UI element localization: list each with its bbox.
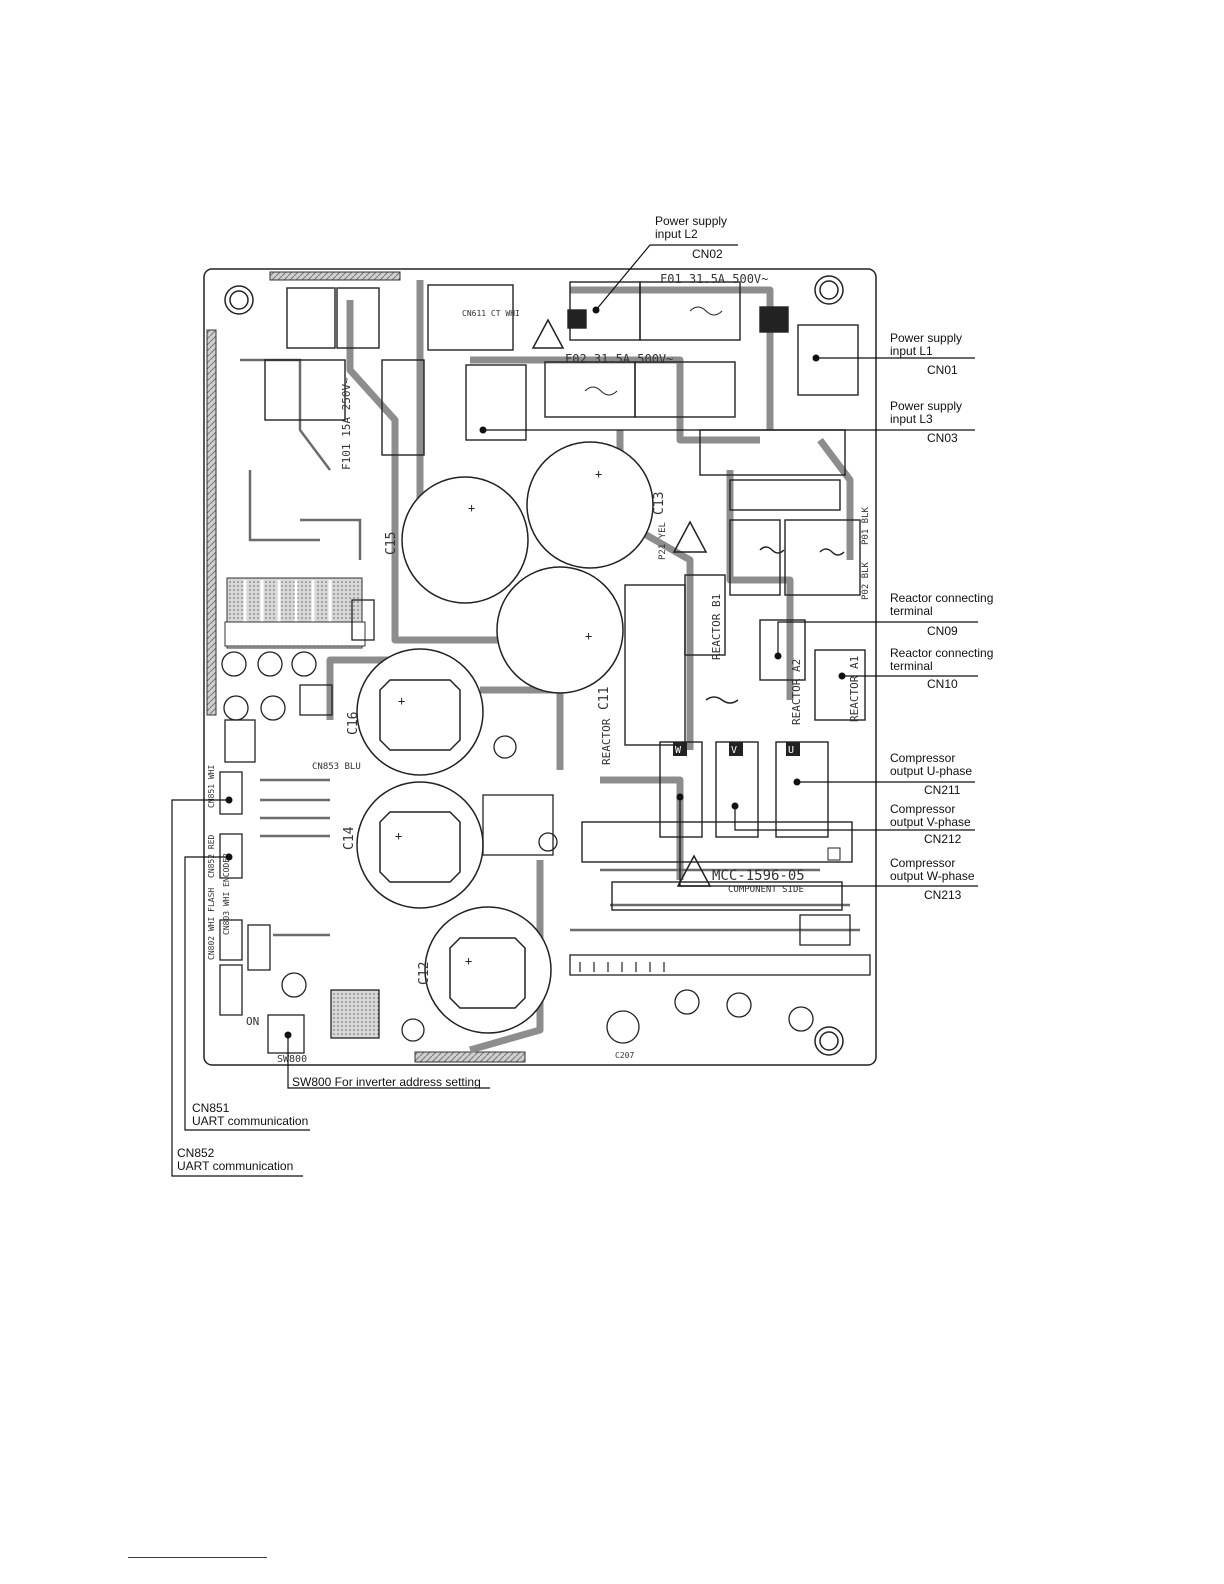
cn851-description: UART communication [192,1114,309,1128]
svg-text:+: + [395,829,402,843]
svg-text:U: U [788,745,794,756]
reactor-a2-silk: REACTOR A2 [790,659,803,725]
board-side-silk: COMPONENT SIDE [728,885,804,895]
cn212-ref: CN212 [924,832,962,846]
mounting-holes [224,275,844,1056]
phase-badges: W V U [673,742,800,756]
fuse-holders [264,281,859,456]
callout-leaders [171,244,978,1177]
board-model-silk: MCC-1596-05 [712,868,805,884]
sw-on-silk: ON [246,1015,259,1028]
cn03-description: Power supply input L3 [890,399,963,426]
cn803-silk: CN803 WHI ENCODER [222,853,231,935]
cap-c12-label: C12 [417,962,432,985]
cn01-ref: CN01 [927,363,958,377]
svg-text:V: V [731,745,737,756]
sw800-description: SW800 For inverter address setting [292,1075,481,1089]
reactor-b1-silk: REACTOR B1 [710,594,723,660]
cn211-description: Compressor output U-phase [890,751,973,778]
cn213-ref: CN213 [924,888,962,902]
bottom-connector-strip [414,1051,526,1063]
cn851-silk: CN851 WHI [207,764,216,808]
ic-chips [219,599,871,1054]
callout-dots [225,306,846,1039]
fuse1-silk: F01 31.5A 500V~ [660,272,768,286]
cap-c15-label: C15 [384,532,399,555]
cn03-ref: CN03 [927,431,958,445]
reactor-connectors [624,429,866,746]
svg-text:+: + [465,954,472,968]
cn211-ref: CN211 [924,783,961,797]
cn853-silk: CN853 BLU [312,762,361,772]
sw800-silk: SW800 [277,1054,307,1065]
cn10-ref: CN10 [927,677,958,691]
cap-c11-label: C11 [597,687,612,710]
cn02-ref: CN02 [692,247,723,261]
cn09-description: Reactor connecting terminal [890,591,994,618]
small-capacitors [221,651,814,1044]
cn802-silk: CN802 WHI FLASH [207,888,216,960]
svg-text:+: + [595,467,602,481]
p02-silk: P02 BLK [861,561,871,600]
svg-text:+: + [398,694,405,708]
cap-c16-label: C16 [346,712,361,735]
c207-silk: C207 [615,1051,634,1060]
cn851-ref: CN851 [192,1101,230,1115]
p01-silk: P01 BLK [861,506,871,545]
svg-text:W: W [675,745,682,756]
fuse2-silk: F02 31.5A 500V~ [565,352,673,366]
cn212-description: Compressor output V-phase [890,802,971,829]
top-connector-strip [269,271,401,281]
cn213-description: Compressor output W-phase [890,856,975,883]
cap-c14-label: C14 [342,826,357,850]
fuse3-silk: F101 15A 250V~ [340,377,353,470]
left-heatsink-strip [206,329,217,716]
cap-symbols: + + + + + + [395,467,602,968]
cn611-silk: CN611 CT WHI [462,309,520,318]
reactor-a1-silk: REACTOR A1 [848,656,861,722]
footnote-rule [128,1557,267,1558]
cn10-description: Reactor connecting terminal [890,646,994,673]
cn852-ref: CN852 [177,1146,215,1160]
cn02-description: Power supply input L2 [655,214,728,241]
cn09-ref: CN09 [927,624,958,638]
reactor-b2-silk: REACTOR [600,718,613,765]
cn852-description: UART communication [177,1159,294,1173]
cn01-description: Power supply input L1 [890,331,963,358]
cap-c13-label: C13 [652,492,667,515]
cn852-silk: CN852 RED [207,834,216,878]
svg-text:+: + [468,501,475,515]
p21-silk: P21 YEL [658,522,668,560]
svg-text:+: + [585,629,592,643]
compressor-connectors [581,741,853,911]
